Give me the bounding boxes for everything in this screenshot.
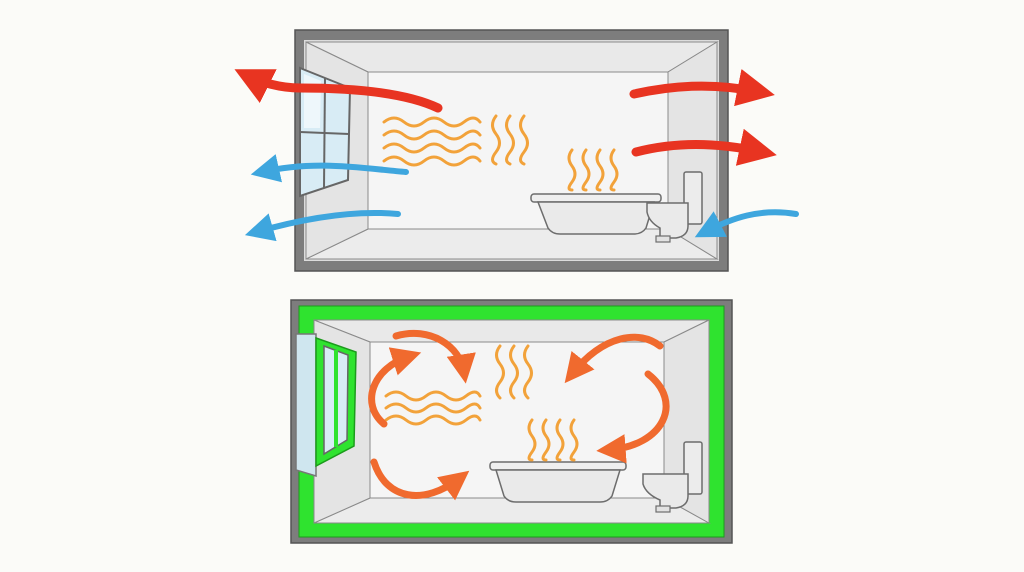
- heat-loss-arrows: [234, 69, 777, 166]
- uninsulated-room-panel: [234, 29, 799, 272]
- circulation-arrow-top-right: [564, 333, 664, 384]
- heat-waves-vertical: [491, 114, 529, 166]
- cold-air-arrow-lower-left: [244, 209, 401, 242]
- heat-waves-room: [384, 390, 482, 426]
- insulated-window: [295, 333, 357, 478]
- steam-above-bathtub: [567, 148, 619, 192]
- bathtub: [530, 193, 662, 235]
- heat-circulation-arrows: [368, 329, 670, 501]
- room-floor: [305, 228, 719, 260]
- room-ceiling: [305, 41, 719, 73]
- heat-waves-room: [382, 116, 482, 167]
- circulation-arrow-right-downward: [596, 370, 670, 464]
- heat-loss-arrow-window: [234, 69, 443, 113]
- toilet: [646, 171, 703, 243]
- heat-loss-arrow-right-upper: [629, 69, 775, 107]
- circulation-arrow-left-upward: [368, 347, 422, 428]
- steam-above-bathtub: [527, 418, 579, 462]
- heat-waves-vertical: [495, 344, 533, 400]
- cold-air-draft-arrow-right: [694, 209, 799, 238]
- cold-air-arrow-upper-left: [250, 154, 409, 183]
- heat-loss-arrow-right-lower: [631, 128, 777, 166]
- circulation-arrow-top-left: [392, 329, 476, 384]
- toilet: [642, 441, 703, 513]
- circulation-arrow-bottom-left: [370, 458, 470, 501]
- bathtub: [489, 461, 627, 503]
- cold-air-arrows: [244, 154, 799, 242]
- insulated-room-panel: [290, 299, 733, 544]
